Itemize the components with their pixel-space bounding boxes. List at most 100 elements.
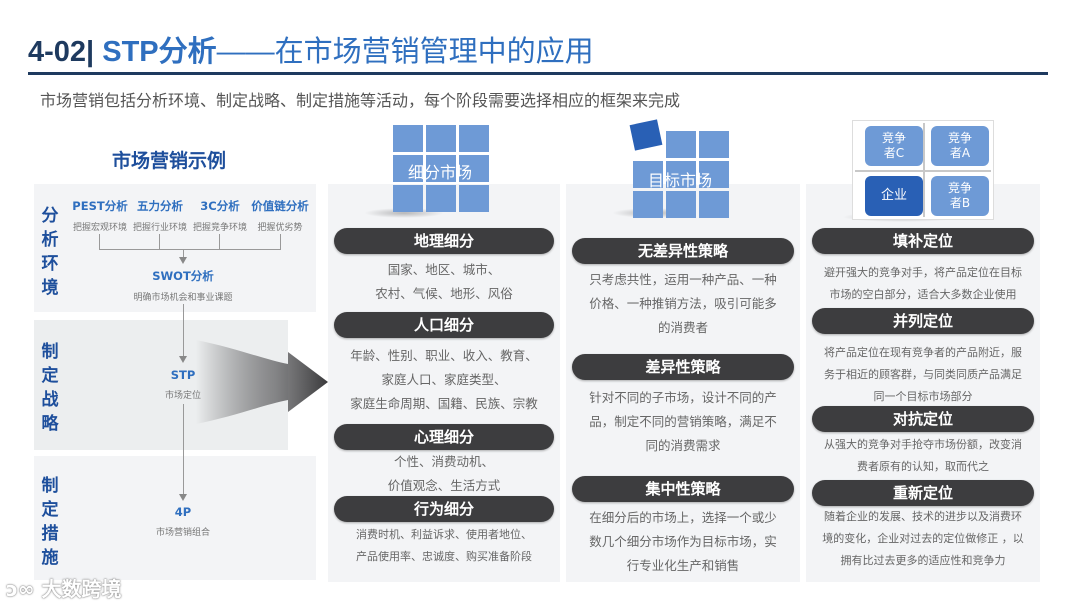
segment-desc: 个性、消费动机、 价值观念、生活方式 [334,450,554,498]
stage-label-analysis: 分析环境 [41,206,59,298]
node-swot: SWOT分析 明确市场机会和事业课题 [118,268,248,303]
node-desc: 明确市场机会和事业课题 [133,293,233,303]
tool-desc: 把握行业环境 [132,223,187,233]
arrow-down-icon [179,356,187,363]
segment-title: 行为细分 [334,496,554,522]
node-desc: 市场营销组合 [155,528,210,538]
node-name: 4P [174,505,192,519]
connector-line [183,304,184,358]
segment-desc: 消费时机、利益诉求、使用者地位、 产品使用率、忠诚度、购买准备阶段 [334,524,554,568]
desc-line: 在细分后的市场上，选择一个或少 [589,510,777,525]
cell-line: 者A [949,146,971,160]
targeting-panel: 无差异性策略 只考虑共性，运用一种产品、一种 价格、一种推销方法，吸引可能多 的… [566,184,800,582]
stage-panel-analysis [34,184,316,312]
desc-line: 同的消费需求 [645,438,721,453]
desc-line: 费者原有的认知，取而代之 [857,460,989,473]
target-grid-icon [633,131,729,218]
tool-name: 价值链分析 [251,199,309,213]
arrow-down-icon [179,494,187,501]
desc-line: 只考虑共性，运用一种产品、一种 [589,272,777,287]
connector-line [159,234,160,249]
tool-3c: 3C分析 把握竞争环境 [184,198,256,233]
tool-name: PEST分析 [72,199,128,213]
target-icon-label: 目标市场 [648,171,713,190]
competitor-c: 竞争 者C [865,126,923,166]
positioning-desc: 避开强大的竞争对手，将产品定位在目标 市场的空白部分，适合大多数企业使用 [812,262,1034,306]
desc-line: 随着企业的发展、技术的进步以及消费环 [824,510,1022,523]
cell-line: 竞争 [881,131,906,145]
cell-line: 者B [949,196,971,210]
desc-line: 境的变化，企业对过去的定位做修正 ，以 [822,532,1024,545]
stage-panel-measures [34,456,316,580]
desc-line: 国家、地区、城市、 [387,262,501,277]
tool-name: 五力分析 [137,199,183,213]
title-separator: | [86,36,95,68]
positioning-title: 并列定位 [812,308,1034,334]
desc-line: 务于相近的顾客群，与同类同质产品满足 [824,368,1022,381]
icon-shadow [364,208,444,218]
positioning-title: 填补定位 [812,228,1034,254]
connector-line [99,249,281,250]
strategy-desc: 针对不同的子市场，设计不同的产 品，制定不同的营销策略，满足不 同的消费需求 [572,386,794,458]
positioning-title: 重新定位 [812,480,1034,506]
segment-desc: 年龄、性别、职业、收入、教育、 家庭人口、家庭类型、 家庭生命周期、国籍、民族、… [334,344,554,416]
desc-line: 消费时机、利益诉求、使用者地位、 [356,528,532,541]
connector-line [183,249,184,257]
desc-line: 产品使用率、忠诚度、购买准备阶段 [356,550,532,563]
desc-line: 的消费者 [657,320,708,335]
segment-title: 心理细分 [334,424,554,450]
connector-line [280,234,281,249]
title-stp: STP分析 [94,36,217,68]
tool-five-forces: 五力分析 把握行业环境 [124,198,196,233]
node-name: SWOT分析 [152,269,214,283]
desc-line: 数几个细分市场作为目标市场，实 [589,534,777,549]
positioning-desc: 随着企业的发展、技术的进步以及消费环 境的变化，企业对过去的定位做修正 ，以 拥… [812,506,1034,572]
company-cell: 企业 [865,176,923,216]
desc-line: 家庭生命周期、国籍、民族、宗教 [350,396,538,411]
cell-line: 者C [883,146,905,160]
connector-line [219,234,220,249]
big-arrow-icon [196,340,328,424]
desc-line: 年龄、性别、职业、收入、教育、 [350,348,538,363]
positioning-desc: 从强大的竞争对手抢夺市场份额，改变消 费者原有的认知，取而代之 [812,434,1034,478]
desc-line: 行专业化生产和销售 [626,558,740,573]
segmentation-panel: 地理细分 国家、地区、城市、 农村、气候、地形、风俗 人口细分 年龄、性别、职业… [328,184,560,582]
title-rest: ——在市场营销管理中的应用 [216,36,594,68]
watermark-text: 大数跨境 [41,577,122,601]
stage-label-strategy: 制定战略 [41,342,59,434]
page-title: 4-02| STP分析——在市场营销管理中的应用 [28,28,594,70]
strategy-title: 差异性策略 [572,354,794,380]
positioning-quadrant-icon: 竞争 者C 竞争 者A 企业 竞争 者B [852,120,994,220]
strategy-desc: 只考虑共性，运用一种产品、一种 价格、一种推销方法，吸引可能多 的消费者 [572,268,794,340]
arrow-down-icon [179,257,187,264]
desc-line: 价格、一种推销方法，吸引可能多 [589,296,777,311]
segment-desc: 国家、地区、城市、 农村、气候、地形、风俗 [334,258,554,306]
logo-icon: ↄ∞ [6,577,42,601]
tool-desc: 把握竞争环境 [192,223,247,233]
tool-name: 3C分析 [200,199,240,213]
positioning-desc: 将产品定位在现有竞争者的产品附近，服 务于相近的顾客群，与同类同质产品满足 同一… [812,342,1034,408]
strategy-title: 集中性策略 [572,476,794,502]
node-4p: 4P 市场营销组合 [118,505,248,538]
strategy-desc: 在细分后的市场上，选择一个或少 数几个细分市场作为目标市场，实 行专业化生产和销… [572,506,794,578]
competitor-a: 竞争 者A [931,126,989,166]
cell-line: 竞争 [947,131,972,145]
segment-grid-icon [393,125,489,212]
segment-icon-label: 细分市场 [408,163,473,182]
tool-value-chain: 价值链分析 把握优劣势 [244,198,316,233]
title-rule [28,72,1048,75]
connector-line [99,234,100,249]
desc-line: 家庭人口、家庭类型、 [381,372,507,387]
desc-line: 避开强大的竞争对手，将产品定位在目标 [824,266,1022,279]
desc-line: 同一个目标市场部分 [873,390,973,403]
positioning-panel: 填补定位 避开强大的竞争对手，将产品定位在目标 市场的空白部分，适合大多数企业使… [806,184,1040,582]
desc-line: 拥有比过去更多的适应性和竞争力 [840,554,1006,567]
desc-line: 品，制定不同的营销策略，满足不 [589,414,777,429]
segment-title: 地理细分 [334,228,554,254]
segment-title: 人口细分 [334,312,554,338]
tool-desc: 把握优劣势 [257,223,303,233]
desc-line: 价值观念、生活方式 [387,478,501,493]
desc-line: 针对不同的子市场，设计不同的产 [589,390,777,405]
node-stp: STP 市场定位 [118,368,248,401]
tool-desc: 把握宏观环境 [72,223,127,233]
